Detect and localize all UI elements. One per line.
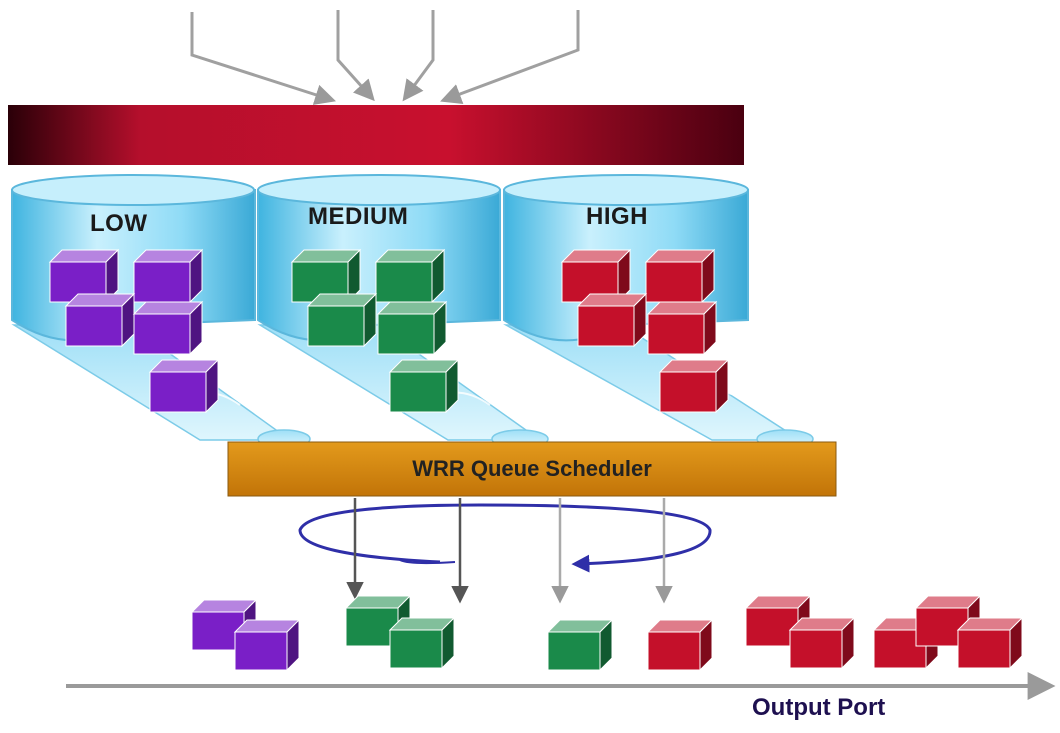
packet-queued-4 [148,358,220,414]
output-packets [190,594,1024,672]
output-port-label: Output Port [752,694,886,721]
packet-queued-1 [132,248,204,304]
packet-queued-12 [576,292,648,348]
queue-label-medium: MEDIUM [308,203,409,230]
packet-output-3 [388,616,456,670]
packet-queued-10 [560,248,632,304]
packet-queued-14 [658,358,730,414]
packet-output-0 [190,598,258,652]
packet-queued-7 [306,292,378,348]
packet-queued-2 [64,292,136,348]
packet-queued-13 [646,300,718,356]
packet-output-1 [233,618,301,672]
packet-queued-9 [388,358,460,414]
packet-queued-11 [644,248,716,304]
incoming-arrows [190,10,580,105]
packet-queued-3 [132,300,204,356]
scheduler-label: WRR Queue Scheduler [412,456,652,481]
packet-output-10 [956,616,1024,670]
classifier-bar [8,105,744,165]
packet-output-4 [546,618,614,672]
queue-label-low: LOW [90,210,148,237]
scheduler-box [227,441,837,497]
packet-output-7 [788,616,856,670]
dispatch-arrows [346,498,673,604]
packet-output-9 [914,594,982,648]
packet-output-5 [646,618,714,672]
round-robin-indicator [298,503,712,573]
queue-label-high: HIGH [586,203,648,230]
queued-packets [48,248,730,414]
packet-queued-8 [376,300,448,356]
packet-queued-6 [374,248,446,304]
